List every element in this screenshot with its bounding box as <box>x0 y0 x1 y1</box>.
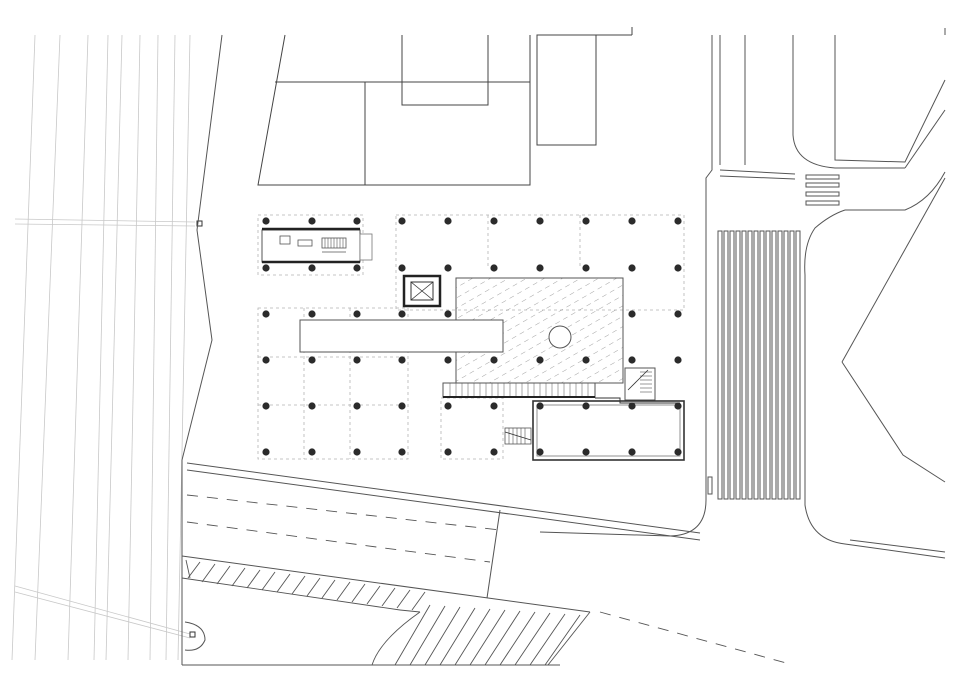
column-6 <box>353 264 361 272</box>
column-17 <box>628 217 636 225</box>
column-37 <box>674 356 682 364</box>
east-stair <box>624 367 656 401</box>
column-43 <box>490 402 498 410</box>
column-23 <box>353 310 361 318</box>
north-crosswalk <box>805 174 840 206</box>
plaza-fountain <box>548 325 572 349</box>
column-2 <box>308 217 316 225</box>
south-marker-curb <box>184 621 206 651</box>
south-stair <box>504 427 532 445</box>
column-22 <box>308 310 316 318</box>
column-54 <box>536 448 544 456</box>
left-crossing-line <box>14 218 196 639</box>
column-40 <box>353 402 361 410</box>
column-52 <box>444 448 452 456</box>
north-pavilion <box>261 227 373 264</box>
north-buildings <box>257 27 633 186</box>
survey-marker-north <box>196 220 203 227</box>
column-24 <box>398 310 406 318</box>
lane-markings <box>186 494 791 665</box>
left-corridor-lines <box>11 34 191 661</box>
column-32 <box>444 356 452 364</box>
column-41 <box>398 402 406 410</box>
column-26 <box>628 310 636 318</box>
column-57 <box>674 448 682 456</box>
column-55 <box>582 448 590 456</box>
column-14 <box>536 264 544 272</box>
column-15 <box>582 217 590 225</box>
column-5 <box>308 264 316 272</box>
column-53 <box>490 448 498 456</box>
column-30 <box>353 356 361 364</box>
column-9 <box>444 217 452 225</box>
column-12 <box>490 264 498 272</box>
column-3 <box>353 217 361 225</box>
structural-columns <box>262 217 682 456</box>
column-44 <box>536 402 544 410</box>
column-8 <box>398 264 406 272</box>
column-19 <box>674 217 682 225</box>
column-29 <box>308 356 316 364</box>
column-45 <box>582 402 590 410</box>
east-crosswalk <box>707 230 801 500</box>
site-boundary-west <box>181 34 223 665</box>
column-46 <box>628 402 636 410</box>
column-18 <box>628 264 636 272</box>
column-21 <box>262 310 270 318</box>
column-1 <box>262 217 270 225</box>
column-7 <box>398 217 406 225</box>
south-building <box>532 397 685 461</box>
column-4 <box>262 264 270 272</box>
column-56 <box>628 448 636 456</box>
column-42 <box>444 402 452 410</box>
parking-stripes <box>181 559 591 666</box>
column-11 <box>490 217 498 225</box>
column-25 <box>444 310 452 318</box>
east-street-edges <box>539 28 946 559</box>
column-39 <box>308 402 316 410</box>
column-34 <box>536 356 544 364</box>
column-36 <box>628 356 636 364</box>
column-31 <box>398 356 406 364</box>
column-16 <box>582 264 590 272</box>
column-28 <box>262 356 270 364</box>
column-20 <box>674 264 682 272</box>
elevator-core <box>402 274 442 308</box>
column-51 <box>398 448 406 456</box>
column-35 <box>582 356 590 364</box>
column-27 <box>674 310 682 318</box>
south-road <box>181 462 701 613</box>
walkway-slab <box>299 319 504 353</box>
column-13 <box>536 217 544 225</box>
column-49 <box>308 448 316 456</box>
column-48 <box>262 448 270 456</box>
survey-marker-south <box>189 631 196 638</box>
column-50 <box>353 448 361 456</box>
column-47 <box>674 402 682 410</box>
column-10 <box>444 264 452 272</box>
pedestrian-bridge <box>442 382 596 398</box>
column-33 <box>490 356 498 364</box>
column-38 <box>262 402 270 410</box>
